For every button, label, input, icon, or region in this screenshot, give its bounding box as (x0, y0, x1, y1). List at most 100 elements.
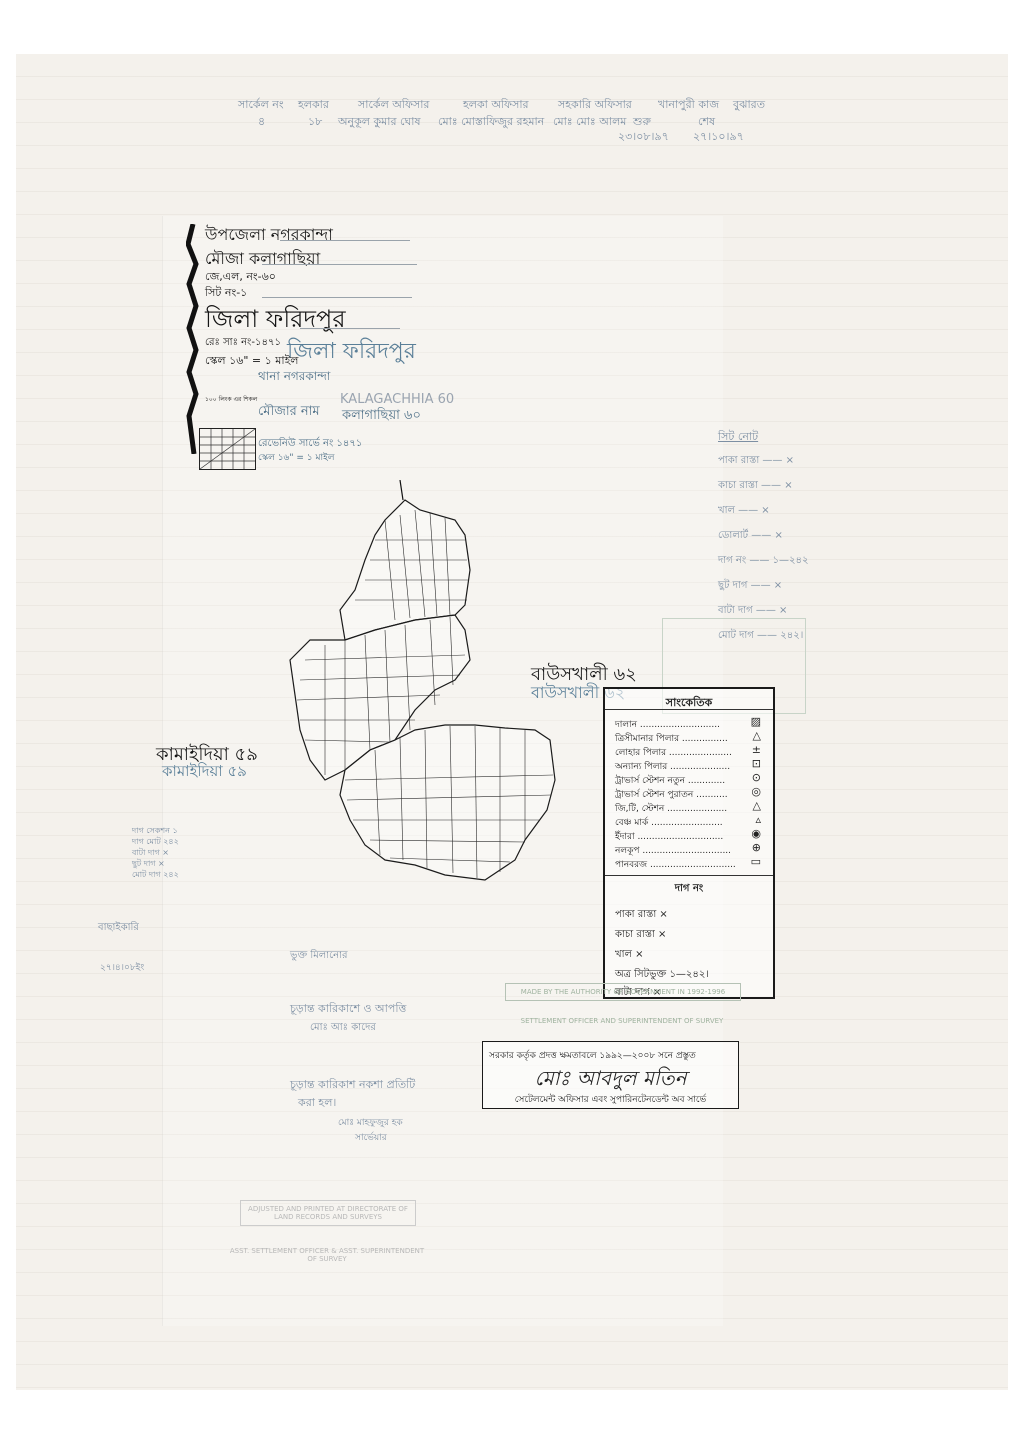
neighbour-west: কামাইদিয়া ৫৯ (156, 744, 258, 765)
scale-grid-lines (199, 428, 256, 470)
mouza-label: মৌজা কলাগাছিয়া (205, 249, 321, 268)
sheet-note-row: পাকা রাস্তা —— × (718, 455, 794, 466)
header-val-halka-officer: মোঃ মোস্তাফিজুর রহমান (438, 115, 545, 128)
bench-mark-icon: ▵ (755, 813, 761, 826)
header-col-halka: হলকার (298, 98, 329, 111)
traverse-new-icon: ⊙ (751, 771, 761, 784)
legend-row-label: ট্রাভার্স স্টেশন নতুন ............. (615, 776, 726, 786)
legend-box: সাংকেতিক দালান .........................… (603, 687, 775, 999)
scale-bar-caption: ১০০ লিংক এর শিকল (205, 396, 258, 403)
legend-title: সাংকেতিক (665, 696, 713, 709)
iron-pillar-icon: ± (751, 743, 761, 756)
legend-row: ইঁদারা .............................. (615, 829, 723, 844)
left-summary: দাগ সেকশন ১ দাগ মোট ২৪২ বাটা দাগ × ছুট দ… (132, 825, 179, 880)
header-val-assistant: মোঃ মোঃ আলম (553, 115, 627, 128)
sheet-number: সিট নং-১ (205, 286, 248, 299)
pencil-note: মোঃ আঃ কাদের (310, 1022, 376, 1033)
legend-row-label: অন্যান্য পিলার ..................... (615, 762, 731, 772)
plot-row: খাল × (615, 949, 644, 960)
plot-number-title: দাগ নং (674, 883, 704, 894)
sheet-note: সিট নোট পাকা রাস্তা —— × কাচা রাস্তা —— … (718, 428, 809, 645)
mouza-name-label: মৌজার নাম (258, 404, 320, 419)
legend-row: জি,টি, স্টেশন ..................... (615, 801, 727, 816)
certificate-line3: সেটেলমেন্ট অফিসার এবং সুপারিনটেনডেন্ট অব… (514, 1095, 707, 1105)
officer-stamp: SETTLEMENT OFFICER AND SUPERINTENDENT OF… (520, 1017, 724, 1025)
header-col-bujharat: বুঝারত (733, 98, 765, 111)
legend-row: দালান ............................ (615, 717, 720, 732)
header-date-start: ২৩।০৮।৯৭ (618, 130, 669, 143)
thana-label: থানা নগরকান্দা (258, 369, 331, 383)
legend-row-label: ইঁদারা .............................. (615, 832, 724, 842)
other-pillar-icon: ⊡ (751, 757, 761, 770)
header-val-circle: ৪ (258, 115, 266, 128)
traverse-old-icon: ◎ (751, 785, 761, 798)
pencil-note: করা হল। (298, 1096, 337, 1109)
pencil-note: চূড়ান্ত কারিকাশে ও আপত্তি (290, 1002, 407, 1015)
south-lobe-outline (339, 724, 556, 881)
plot-row: কাচা রাস্তা × (615, 929, 667, 940)
legend-row: নলকূপ ............................... (615, 843, 731, 858)
betel-garden-icon: ▭ (750, 855, 761, 868)
header-val-start: শুরু (633, 115, 651, 128)
legend-row: ত্রিসীমানার পিলার ................ (615, 731, 728, 746)
legend-row-label: নলকূপ ............................... (615, 846, 732, 856)
north-road-line (399, 480, 404, 501)
plot-row: অত্র সিটভুক্ত ১—২৪২। (615, 969, 710, 980)
revisional-scale: স্কেল ১৬" = ১ মাইল (258, 453, 335, 463)
legend-row: বেঞ্চ মার্ক ......................... (615, 815, 723, 830)
signature: মোঃ আবদুল মতিন (534, 1066, 687, 1090)
sheet-note-row: কাচা রাস্তা —— × (718, 480, 793, 491)
legend-row-label: পানবরজ .............................. (615, 860, 736, 870)
legend-row: লোহার পিলার ...................... (615, 745, 732, 760)
header-col-khanapuri: খানাপুরী কাজ (658, 98, 720, 111)
summary-row: মোট দাগ ২৪২ (132, 870, 179, 879)
authority-stamp: MADE BY THE AUTHORITY OF GOVERNMENT IN 1… (505, 983, 741, 1001)
summary-row: দাগ সেকশন ১ (132, 826, 178, 835)
header-date-end: ২৭।১০।৯৭ (693, 130, 744, 143)
header-val-officer: অনুকূল কুমার ঘোষ (338, 115, 421, 128)
jl-number: জে,এল, নং-৬০ (205, 270, 276, 283)
revisional-survey: রেভেনিউ সার্ভে নং ১৪৭১ (258, 438, 363, 449)
summary-row: ছুট দাগ × (132, 859, 165, 868)
pencil-note: চূড়ান্ত কারিকাশ নকশা প্রতিটি (290, 1078, 416, 1091)
title-bracket (186, 224, 199, 454)
neighbour-east-overprint: বাউসখালী ৬২ (531, 683, 626, 702)
legend-row-label: লোহার পিলার ...................... (615, 748, 732, 758)
district-overprint: জিলা ফরিদপুর (287, 339, 416, 364)
legend-row-label: বেঞ্চ মার্ক ......................... (615, 818, 723, 828)
header-col-assistant: সহকারি অফিসার (558, 98, 632, 111)
legend-row: পানবরজ .............................. (615, 857, 736, 872)
legend-row: ট্রাভার্স স্টেশন নতুন ............. (615, 773, 725, 788)
header-col-circle-officer: সার্কেল অফিসার (358, 98, 430, 111)
tubewell-icon: ⊕ (751, 841, 761, 854)
scale-label: স্কেল ১৬" = ১ মাইল (205, 354, 299, 367)
sheet-note-row: দাগ নং —— ১—২৪২ (718, 555, 809, 566)
pencil-note: সার্ভেয়ার (355, 1133, 387, 1143)
certificate-line1: সরকার কর্তৃক প্রদত্ত ক্ষমতাবলে ১৯৯২—২০০৮… (489, 1051, 696, 1061)
legend-row-label: ট্রাভার্স স্টেশন পুরাতন ........... (615, 790, 728, 800)
neighbour-east: বাউসখালী ৬২ (531, 664, 637, 685)
mouza-map (289, 480, 556, 881)
neighbour-west-overprint: কামাইদিয়া ৫৯ (162, 762, 247, 780)
sheet-note-title: সিট নোট (718, 430, 759, 443)
legend-row: ট্রাভার্স স্টেশন পুরাতন ........... (615, 787, 728, 802)
gt-station-icon: △ (752, 799, 761, 812)
map-sheet (16, 54, 1008, 1390)
rs-number: রেঃ সাঃ নং-১৪৭১ (205, 337, 281, 348)
header-col-halka-officer: হলকা অফিসার (463, 98, 529, 111)
scale-grid (199, 428, 256, 470)
header-val-end: শেষ (698, 115, 716, 128)
sheet-note-row: খাল —— × (718, 505, 770, 516)
asst-officer-stamp: ASST. SETTLEMENT OFFICER & ASST. SUPERIN… (229, 1247, 425, 1263)
legend-row: অন্যান্য পিলার ..................... (615, 759, 730, 774)
verifier-date: ২৭।৪।০৮ইং (100, 963, 145, 973)
printing-stamp: ADJUSTED AND PRINTED AT DIRECTORATE OF L… (240, 1200, 416, 1226)
summary-row: বাটা দাগ × (132, 848, 170, 857)
parcel-lines (296, 509, 554, 879)
plot-row: পাকা রাস্তা × (615, 909, 668, 920)
legend-row-label: জি,টি, স্টেশন ..................... (615, 804, 728, 814)
header-val-halka: ১৮ (308, 115, 323, 128)
legend-row-label: ত্রিসীমানার পিলার ................ (615, 734, 728, 744)
sheet-note-row: মোট দাগ —— ২৪২। (718, 630, 804, 641)
mouza-name-value: কলাগাছিয়া ৬০ (342, 408, 421, 423)
